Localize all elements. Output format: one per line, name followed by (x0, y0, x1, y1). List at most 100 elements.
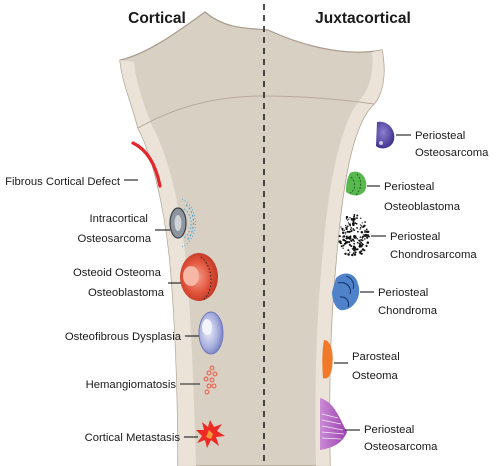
chondrosarcoma-stipple-dot (362, 243, 364, 246)
chondrosarcoma-stipple-dot (347, 253, 350, 256)
chondrosarcoma-stipple-dot (353, 229, 356, 232)
chondrosarcoma-stipple-dot (348, 218, 350, 220)
chondrosarcoma-stipple-dot (345, 224, 347, 227)
chondrosarcoma-stipple-dot (364, 231, 367, 233)
cortical-metastasis-lesion (196, 420, 225, 448)
chondrosarcoma-stipple-dot (353, 215, 356, 218)
chondrosarcoma-stipple-dot (360, 230, 364, 234)
chondrosarcoma-stipple-dot (361, 235, 365, 238)
periosteal-chondroma-lesion (332, 273, 360, 311)
chondrosarcoma-stipple-dot (357, 230, 359, 233)
chondrosarcoma-stipple-dot (345, 237, 348, 240)
chondrosarcoma-stipple-dot (353, 218, 356, 221)
chondrosarcoma-stipple-dot (367, 231, 369, 233)
juxtacortical-header: Juxtacortical (315, 10, 411, 27)
chondrosarcoma-stipple-dot (360, 225, 363, 227)
chondrosarcoma-stipple-dot (345, 235, 348, 238)
label-osteoid-osteoma: Osteoid Osteoma Osteoblastoma (73, 267, 165, 299)
chondrosarcoma-stipple-dot (352, 223, 354, 225)
chondrosarcoma-stipple-dot (353, 236, 357, 239)
chondrosarcoma-stipple-dot (356, 238, 359, 240)
osteoid-osteoma-lesion (180, 253, 218, 301)
chondrosarcoma-stipple-dot (346, 225, 349, 228)
chondrosarcoma-stipple-dot (361, 248, 365, 251)
chondrosarcoma-stipple-dot (342, 244, 345, 247)
chondrosarcoma-stipple-dot (356, 214, 359, 217)
label-intracortical-osteosarcoma: Intracortical Osteosarcoma (78, 213, 152, 245)
chondrosarcoma-stipple-dot (342, 238, 345, 242)
chondrosarcoma-stipple-dot (354, 222, 357, 224)
chondrosarcoma-stipple-dot (363, 235, 366, 237)
chondrosarcoma-stipple-dot (352, 247, 356, 250)
chondrosarcoma-stipple-dot (348, 243, 352, 246)
chondrosarcoma-stipple-dot (364, 229, 366, 232)
chondrosarcoma-stipple-dot (339, 241, 342, 245)
chondrosarcoma-stipple-dot (350, 227, 353, 229)
chondrosarcoma-stipple-dot (364, 238, 366, 240)
chondrosarcoma-stipple-dot (359, 236, 362, 238)
chondrosarcoma-stipple-dot (356, 248, 359, 251)
chondrosarcoma-stipple-dot (359, 228, 361, 230)
chondrosarcoma-stipple-dot (339, 240, 342, 242)
chondrosarcoma-stipple-dot (342, 247, 344, 249)
chondrosarcoma-stipple-dot (356, 241, 359, 244)
label-periosteal-osteosarcoma-lower: Periosteal Osteosarcoma (364, 424, 438, 453)
chondrosarcoma-stipple-dot (353, 240, 355, 242)
chondrosarcoma-stipple-dot (355, 217, 358, 219)
chondrosarcoma-stipple-dot (358, 242, 361, 245)
chondrosarcoma-stipple-dot (345, 217, 348, 220)
intracortical-osteosarcoma-lesion (169, 198, 196, 248)
periosteal-chondrosarcoma-lesion (338, 213, 370, 257)
chondrosarcoma-stipple-dot (363, 224, 366, 228)
label-hemangiomatosis: Hemangiomatosis (86, 379, 177, 391)
label-cortical-metastasis: Cortical Metastasis (85, 432, 181, 444)
chondrosarcoma-stipple-dot (365, 234, 367, 236)
chondrosarcoma-stipple-dot (347, 249, 350, 252)
chondrosarcoma-stipple-dot (354, 251, 357, 254)
chondrosarcoma-stipple-dot (347, 222, 350, 224)
chondrosarcoma-stipple-dot (367, 235, 370, 238)
chondrosarcoma-stipple-dot (353, 253, 356, 256)
label-osteofibrous-dysplasia: Osteofibrous Dysplasia (65, 331, 182, 343)
chondrosarcoma-stipple-dot (348, 230, 351, 233)
chondrosarcoma-stipple-dot (349, 217, 351, 219)
chondrosarcoma-stipple-dot (338, 235, 341, 238)
chondrosarcoma-stipple-dot (355, 235, 357, 237)
chondrosarcoma-stipple-dot (361, 222, 363, 224)
chondrosarcoma-stipple-dot (352, 228, 355, 230)
chondrosarcoma-stipple-dot (363, 233, 365, 236)
cortical-header: Cortical (128, 10, 186, 27)
label-periosteal-osteosarcoma-upper: Periosteal Osteosarcoma (415, 130, 489, 159)
label-fibrous-cortical-defect: Fibrous Cortical Defect (5, 176, 121, 188)
label-periosteal-chondroma: Periosteal Chondroma (378, 287, 438, 317)
chondrosarcoma-stipple-dot (348, 236, 352, 240)
chondrosarcoma-stipple-dot (344, 241, 348, 245)
chondrosarcoma-stipple-dot (359, 224, 362, 226)
chondrosarcoma-stipple-dot (350, 239, 353, 242)
chondrosarcoma-stipple-dot (360, 242, 363, 244)
chondrosarcoma-stipple-dot (355, 222, 358, 225)
chondrosarcoma-stipple-dot (358, 251, 361, 253)
label-periosteal-chondrosarcoma: Periosteal Chondrosarcoma (390, 231, 477, 261)
chondrosarcoma-stipple-dot (348, 241, 351, 244)
chondrosarcoma-stipple-dot (366, 241, 370, 244)
osteofibrous-dysplasia-lesion (198, 311, 224, 355)
chondrosarcoma-stipple-dot (366, 237, 369, 239)
chondrosarcoma-stipple-dot (348, 223, 351, 226)
label-periosteal-osteoblastoma: Periosteal Osteoblastoma (384, 181, 461, 213)
periosteal-osteosarcoma-lower-lesion (320, 398, 347, 450)
chondrosarcoma-stipple-dot (346, 226, 348, 228)
chondrosarcoma-stipple-dot (360, 250, 363, 253)
chondrosarcoma-stipple-dot (344, 252, 347, 255)
bone-cortex-left (120, 60, 196, 466)
chondrosarcoma-stipple-dot (350, 228, 352, 231)
chondrosarcoma-stipple-dot (360, 238, 363, 241)
chondrosarcoma-stipple-dot (345, 228, 348, 231)
chondrosarcoma-stipple-dot (345, 215, 349, 219)
chondrosarcoma-stipple-dot (356, 227, 358, 229)
hemangiomatosis-lesion (203, 365, 218, 395)
chondrosarcoma-stipple-dot (349, 235, 352, 238)
parosteal-osteoma-lesion (322, 340, 333, 379)
chondrosarcoma-stipple-dot (364, 221, 366, 223)
